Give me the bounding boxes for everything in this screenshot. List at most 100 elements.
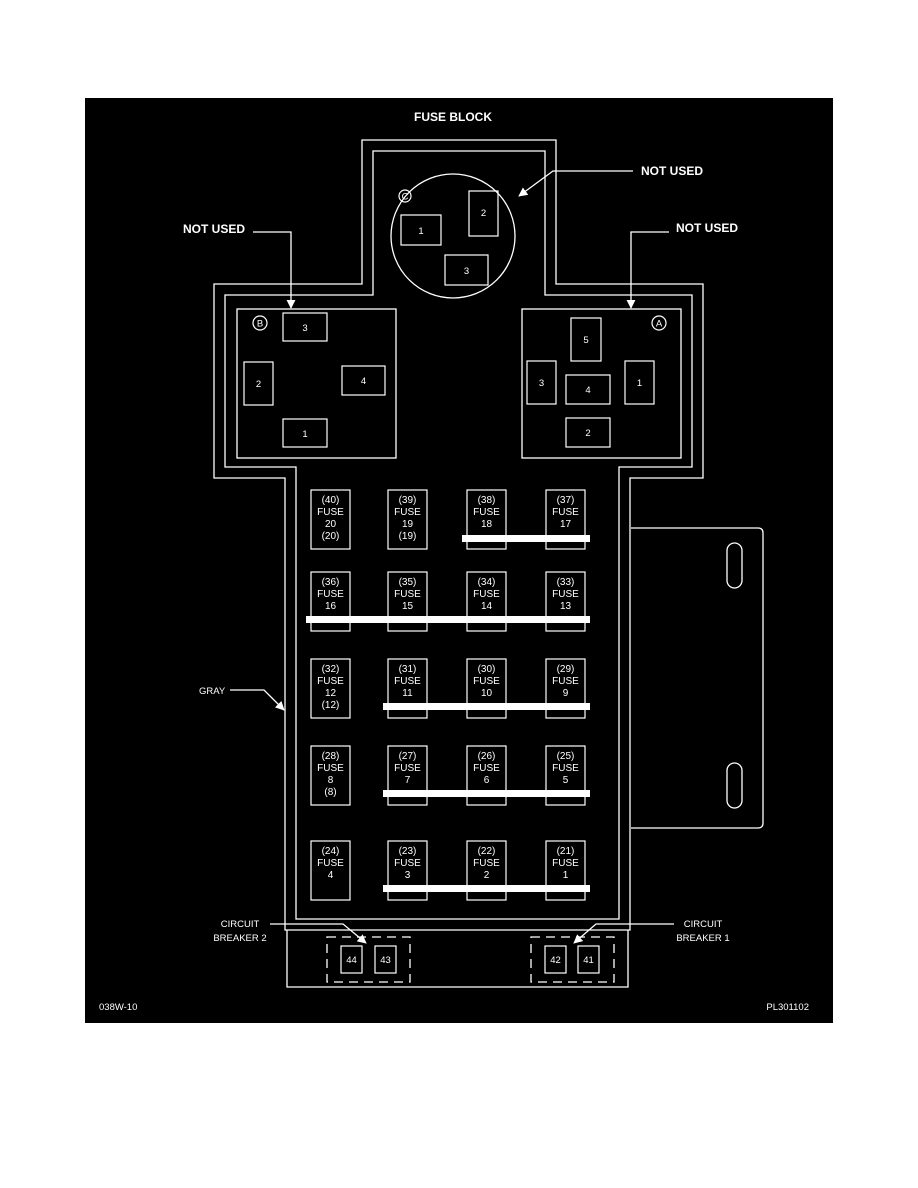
fuse-label-line: 19 [402, 519, 414, 530]
not-used-b-leader [253, 231, 296, 309]
fuse-label-line: (20) [322, 531, 340, 542]
fuse-outline [545, 571, 586, 632]
fuse-label-line: (23) [399, 846, 417, 857]
fuse-outline [545, 489, 586, 550]
fuse-label-line: (8) [324, 787, 336, 798]
fuse-label-line: 10 [481, 688, 493, 699]
circuit-breaker-1-label-line2: BREAKER 1 [676, 933, 729, 944]
fuse-label-line: (32) [322, 664, 340, 675]
fuse-label-line: FUSE [473, 763, 500, 774]
breaker-base [286, 930, 629, 988]
fuse-label-line: 7 [405, 775, 411, 786]
fuse-label-line: 4 [328, 870, 334, 881]
fuse-label-line: 3 [405, 870, 411, 881]
fuse-label-line: FUSE [552, 763, 579, 774]
connector-c-cavity-2-label: 2 [481, 208, 486, 219]
fuse-label-line: (26) [478, 751, 496, 762]
fuse-outline [466, 489, 507, 550]
connector-c [390, 173, 516, 299]
bracket-slot-lower [726, 762, 743, 809]
fuse-label-line: 9 [563, 688, 569, 699]
fuse-label-line: FUSE [317, 676, 344, 687]
connector-b-cavity-3-label: 3 [302, 323, 307, 334]
fuse-label-line: FUSE [473, 858, 500, 869]
fuse-label-line: 2 [484, 870, 490, 881]
connector-b-letter: B [257, 319, 263, 330]
fuse-label-line: FUSE [317, 763, 344, 774]
connector-b-cavity-3 [282, 312, 328, 342]
fuse-label-line: (19) [399, 531, 417, 542]
breaker-cavity-43 [374, 945, 397, 974]
fuse-label-line: FUSE [394, 589, 421, 600]
fuse-outline [466, 658, 507, 719]
fuse-outline [545, 658, 586, 719]
fuse-label-line: FUSE [473, 507, 500, 518]
fuse-label-line: 11 [402, 688, 413, 699]
fuse-label-line: FUSE [394, 676, 421, 687]
figure-id-right: PL301102 [766, 1002, 809, 1013]
connector-c-letter: C [402, 192, 409, 203]
fuse-label-line: 6 [484, 775, 490, 786]
fuse-label-line: (36) [322, 577, 340, 588]
fuse-label-line: FUSE [317, 589, 344, 600]
cb1-leader [573, 923, 674, 944]
connector-a [521, 308, 682, 459]
connector-a-cavity-1-label: 1 [637, 378, 642, 389]
connector-a-cavity-5-label: 5 [583, 335, 588, 346]
connector-a-cavity-5 [570, 317, 602, 362]
connector-b-letter-badge [252, 315, 268, 331]
connector-c-letter-badge [398, 189, 412, 203]
fuse-outline [466, 840, 507, 901]
fuse-label-line: (12) [322, 700, 340, 711]
fuse-label-line: (24) [322, 846, 340, 857]
fuse-label-line: FUSE [317, 507, 344, 518]
mounting-bracket [631, 527, 764, 829]
fuse-label-line: 17 [560, 519, 572, 530]
fuse-outline [387, 489, 428, 550]
fuse-outline [466, 745, 507, 806]
circuit-breaker-2-label-line2: BREAKER 2 [213, 933, 266, 944]
fuse-label-line: (38) [478, 495, 496, 506]
fuse-outline [387, 745, 428, 806]
housing-outline-inner [224, 150, 693, 920]
breaker-1-outline [530, 936, 615, 983]
connector-a-cavity-3-label: 3 [539, 378, 544, 389]
fuse-outline [310, 840, 351, 901]
gray-label: GRAY [199, 686, 226, 697]
cb2-leader [270, 923, 367, 944]
fuse-label-line: FUSE [552, 676, 579, 687]
fuse-label-line: 15 [402, 601, 414, 612]
fuse-label-line: FUSE [473, 589, 500, 600]
not-used-a-leader [626, 231, 669, 309]
not-used-c-leader [518, 170, 633, 197]
bracket-slot-upper [726, 542, 743, 589]
connector-a-cavity-1 [624, 360, 655, 405]
connector-b-cavity-4 [341, 365, 386, 396]
fuse-label-line: (35) [399, 577, 417, 588]
fuse-label-line: (39) [399, 495, 417, 506]
fuse-outline [310, 571, 351, 632]
fuse-outline [387, 840, 428, 901]
fuse-label-line: FUSE [473, 676, 500, 687]
fuse-label-line: (28) [322, 751, 340, 762]
breaker-41-label: 41 [583, 955, 594, 966]
fuse-label-line: 12 [325, 688, 337, 699]
housing-outline-outer [213, 139, 704, 931]
connector-c-cavity-1 [400, 214, 442, 246]
breaker-42-label: 42 [550, 955, 561, 966]
connector-a-cavity-4 [565, 374, 611, 405]
fuse-outline [310, 745, 351, 806]
breaker-cavity-41 [577, 945, 600, 974]
fuse-label-line: 20 [325, 519, 337, 530]
